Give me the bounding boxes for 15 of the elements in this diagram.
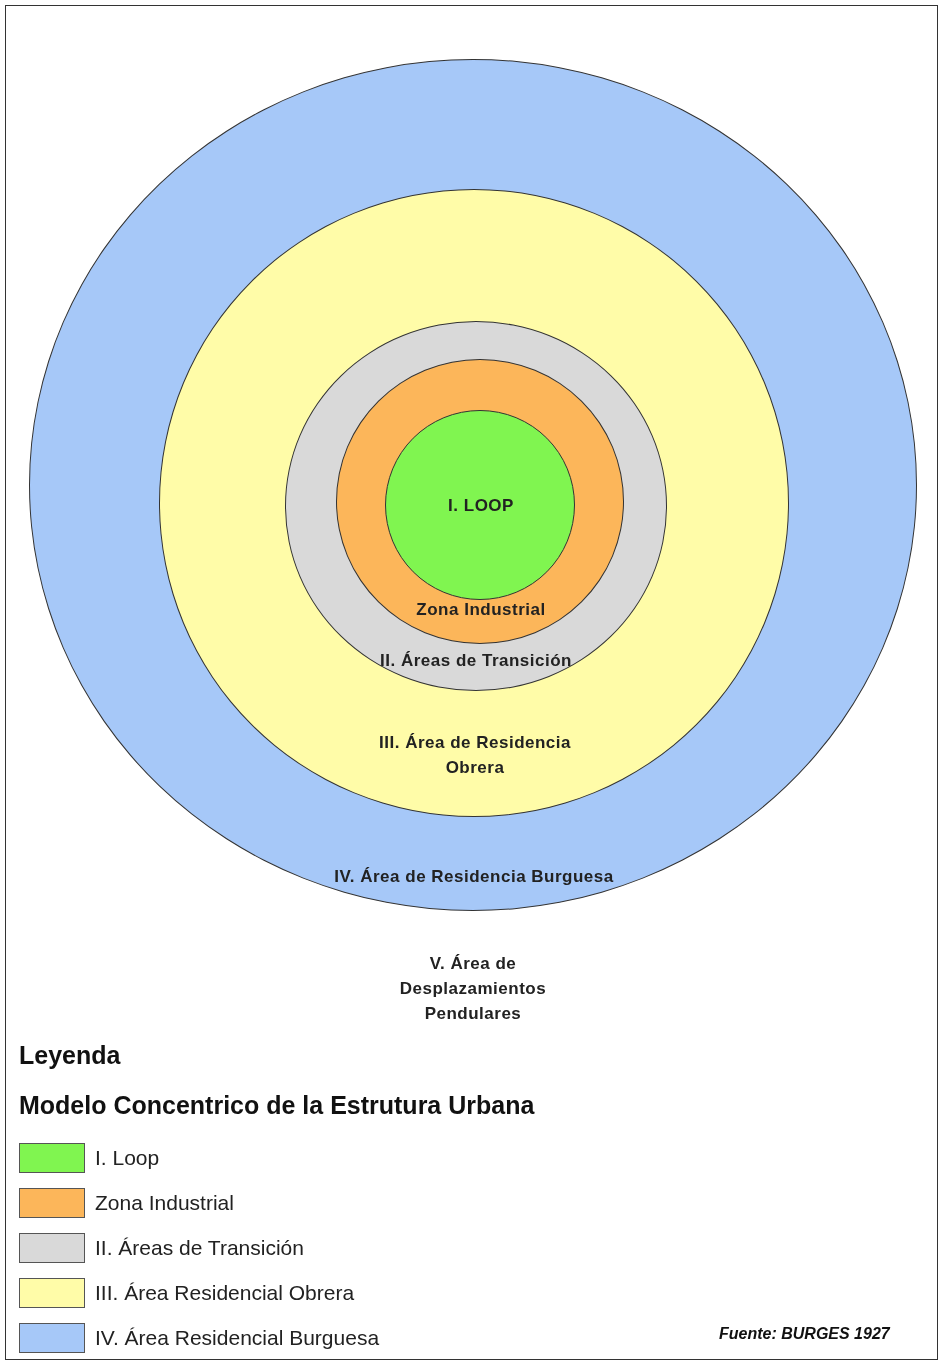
zone-label: I. LOOP: [447, 495, 515, 517]
legend-label: Zona Industrial: [95, 1191, 234, 1215]
legend-heading: Leyenda: [19, 1041, 121, 1070]
source-note: Fuente: BURGES 1927: [719, 1325, 890, 1343]
zone-label: V. Área de Desplazamientos Pendulares: [398, 953, 548, 1025]
zone-label: II. Áreas de Transición: [379, 650, 573, 672]
zone-label: Zona Industrial: [415, 599, 547, 621]
zone-label: IV. Área de Residencia Burguesa: [333, 866, 615, 888]
zone-label: III. Área de Residencia Obrera: [378, 732, 572, 779]
zone-frame: [5, 5, 938, 1360]
legend-label: IV. Área Residencial Burguesa: [95, 1326, 380, 1350]
legend-label: III. Área Residencial Obrera: [95, 1281, 355, 1305]
legend-subtitle: Modelo Concentrico de la Estrutura Urbana: [19, 1091, 535, 1120]
legend-label: I. Loop: [95, 1146, 160, 1170]
legend-label: II. Áreas de Transición: [95, 1236, 304, 1260]
